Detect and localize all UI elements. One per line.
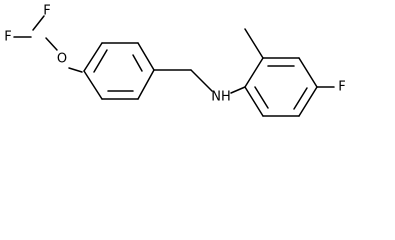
ring-right-bond-4 bbox=[298, 86, 318, 117]
ring-left-bond-6 bbox=[83, 70, 103, 100]
bond-c-o bbox=[45, 37, 58, 51]
ring-right-bond-6 bbox=[244, 86, 264, 117]
difluoromethoxy-group bbox=[13, 15, 83, 73]
ring-right-bond-3 bbox=[298, 57, 318, 88]
ring-left-double-1 bbox=[93, 49, 108, 73]
ring-left-bond-4 bbox=[137, 69, 155, 100]
molecule-drawing: F F O NH F bbox=[4, 4, 346, 117]
oxygen-label: O bbox=[57, 52, 67, 67]
amine-label: NH bbox=[211, 90, 231, 105]
ring-right-bond-1 bbox=[244, 57, 264, 88]
benzyl-amine-linker bbox=[153, 69, 246, 94]
right-ring-substituents bbox=[244, 28, 335, 88]
fluorine-top-label: F bbox=[43, 4, 50, 19]
bond-ftop-c bbox=[32, 15, 45, 31]
ring-left-bond-1 bbox=[83, 42, 103, 72]
ring-left-bond-3 bbox=[137, 42, 155, 71]
ring-right-double-2 bbox=[293, 87, 308, 110]
ring-left-double-2 bbox=[132, 54, 143, 72]
bond-ch2-nh bbox=[190, 69, 213, 92]
fluorine-ring-label: F bbox=[338, 80, 345, 95]
fluorine-bottom-label: F bbox=[4, 30, 11, 45]
bond-nh-ring bbox=[230, 86, 246, 94]
benzene-ring-left bbox=[83, 42, 155, 100]
benzene-ring-right bbox=[244, 57, 318, 117]
bond-o-ring bbox=[68, 67, 83, 73]
bond-methyl bbox=[244, 28, 264, 59]
ring-right-double-3 bbox=[254, 86, 269, 109]
structure-diagram: F F O NH F bbox=[4, 4, 346, 117]
